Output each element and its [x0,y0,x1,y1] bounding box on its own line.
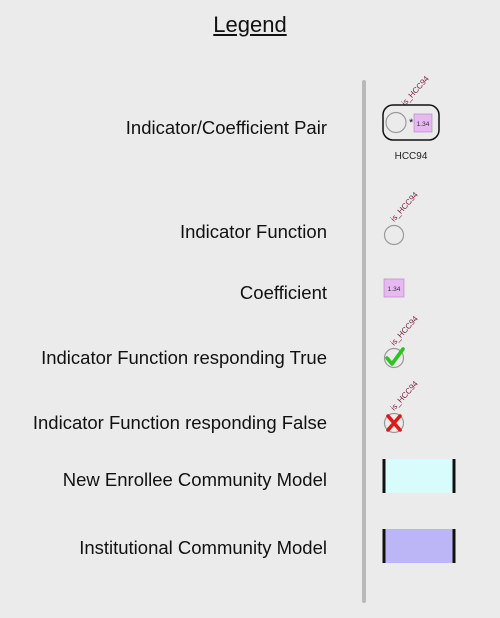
indicator-function-tag: is_HCC94 [389,190,420,223]
checkmark-icon [385,347,405,366]
label-new-enrollee-model: New Enrollee Community Model [62,469,327,490]
cross-icon [386,414,402,432]
indicator-false-tag: is_HCC94 [389,379,420,413]
pair-link-asterisk-icon: * [409,117,414,129]
vertical-divider [362,80,366,603]
pair-indicator-circle-icon [385,111,407,134]
indicator-true-tag: is_HCC94 [389,314,420,348]
pair-indicator-tag: is_HCC94 [400,74,431,108]
new-enrollee-fill [384,459,454,493]
new-enrollee-model-symbol [382,459,456,493]
pair-name-below: HCC94 [395,151,428,162]
legend-title: Legend [213,12,287,37]
label-coefficient: Coefficient [239,282,327,303]
institutional-model-symbol [382,529,456,563]
coefficient-symbol: 1.34 [383,278,405,298]
pair-outline [382,104,440,141]
indicator-function-symbol: is_HCC94 [383,190,420,246]
indicator-false-circle [383,412,405,434]
label-indicator-false: Indicator Function responding False [32,412,327,433]
indicator-coefficient-pair-symbol: is_HCC94 * 1.34 HCC94 [382,74,440,162]
coefficient-value: 1.34 [388,286,401,293]
label-indicator-function: Indicator Function [179,221,327,242]
indicator-true-symbol: is_HCC94 [383,314,420,369]
pair-coefficient-value: 1.34 [417,121,430,128]
label-institutional-model: Institutional Community Model [79,537,327,558]
coefficient-box [383,278,405,298]
pair-coefficient-box [413,113,433,133]
indicator-false-symbol: is_HCC94 [383,379,420,434]
indicator-circle-icon [383,224,405,246]
label-indicator-coefficient-pair: Indicator/Coefficient Pair [125,117,327,138]
institutional-fill [384,529,454,563]
label-indicator-true: Indicator Function responding True [41,347,327,368]
indicator-true-circle [383,347,405,369]
